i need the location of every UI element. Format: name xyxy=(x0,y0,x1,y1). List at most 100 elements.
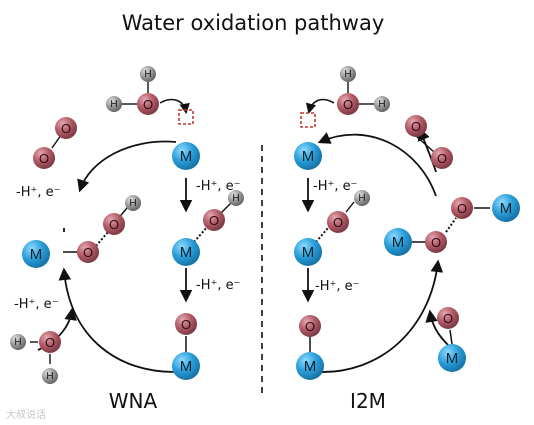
i2m-h2o-o-circle xyxy=(337,93,359,115)
wna-oxo-o-circle xyxy=(175,313,197,335)
i2m-metal-oxo-label: M xyxy=(304,358,317,375)
wna-oh-o-atom: O xyxy=(203,209,225,231)
i2m-o2-o-top-label: O xyxy=(411,119,421,134)
wna-vacancy xyxy=(178,109,194,125)
i2m-metal-left-circle xyxy=(384,228,412,256)
wna-h2o-h-left-circle xyxy=(106,96,122,112)
wna-oxo-o-label: O xyxy=(181,317,191,332)
wna-water-arrow xyxy=(159,98,190,115)
i2m-h2o-h-right-circle xyxy=(374,96,390,112)
i2m-in-o-label: O xyxy=(443,311,453,326)
wna-metal-ooh-label: M xyxy=(30,246,43,263)
wna-label: WNA xyxy=(109,389,158,413)
i2m-metal-vacant-atom: M xyxy=(294,142,322,170)
i2m-oh-h-atom: H xyxy=(354,190,370,206)
wna-ooh-o1-label: O xyxy=(83,245,93,260)
wna-arc-top xyxy=(77,140,177,193)
i2m-o2-bond xyxy=(415,135,435,153)
wna-h2o-o-circle xyxy=(137,93,159,115)
i2m-metal-oh-circle xyxy=(294,238,322,266)
i2m-h2o-h-top-atom: H xyxy=(340,66,356,82)
i2m-in-metal-atom: M xyxy=(438,344,466,372)
wna-h2o-h-left-atom: H xyxy=(106,96,122,112)
wna-metal-oh-circle xyxy=(172,238,200,266)
wna-o2-o-bottom-atom: O xyxy=(33,147,55,169)
wna-o2-o-top-label: O xyxy=(61,121,71,136)
wna-o2-o-bottom-label: O xyxy=(39,151,49,166)
i2m-oh-h-label: H xyxy=(358,193,365,204)
wna-in-h-left-circle xyxy=(10,334,26,350)
i2m-arc-in xyxy=(425,309,449,346)
i2m-oh-h-circle xyxy=(354,190,370,206)
wna-step-label-2: -H⁺, e⁻ xyxy=(196,278,240,293)
i2m-arc-o2-out xyxy=(417,127,437,173)
wna-in-h-bottom-circle xyxy=(42,368,58,384)
wna-ooh-o2-atom: O xyxy=(103,213,125,235)
wna-metal-oxo-atom: M xyxy=(172,352,200,380)
i2m-h2o-h-top-label: H xyxy=(344,69,351,80)
i2m-cycle: -H⁺, e⁻ -H⁺, e⁻ I2M xyxy=(300,82,490,413)
i2m-metal-right-atom: M xyxy=(492,194,520,222)
wna-metal-oxo-label: M xyxy=(180,358,193,375)
i2m-h2o-h-top-circle xyxy=(340,66,356,82)
wna-metal-ooh-atom: M xyxy=(22,240,50,268)
i2m-step-label-2: -H⁺, e⁻ xyxy=(315,279,359,294)
i2m-metal-oh-label: M xyxy=(302,244,315,261)
wna-h2o-h-left-label: H xyxy=(110,99,117,110)
wna-metal-oxo-circle xyxy=(172,352,200,380)
i2m-oh-bond xyxy=(345,201,355,213)
i2m-arc-bottom xyxy=(317,259,444,373)
wna-oh-o-label: O xyxy=(209,213,219,228)
i2m-in-metal-circle xyxy=(438,344,466,372)
i2m-oh-o-circle xyxy=(327,211,349,233)
wna-ooh-o2-circle xyxy=(103,213,125,235)
wna-ooh-dotted-bond xyxy=(95,231,109,247)
wna-oh-h-circle xyxy=(228,190,244,206)
wna-oh-o-circle xyxy=(203,209,225,231)
i2m-h2o-o-atom: O xyxy=(337,93,359,115)
wna-ooh-h-label: H xyxy=(129,198,136,209)
wna-in-h-bottom-label: H xyxy=(46,371,53,382)
wna-in-o-circle xyxy=(39,331,61,353)
i2m-bridge-o1-label: O xyxy=(431,235,441,250)
wna-oh2-bond xyxy=(219,201,233,215)
wna-step-label-4: -H⁺, e⁻ xyxy=(14,297,58,312)
i2m-o-o-dotted-bond xyxy=(445,217,457,233)
i2m-bridge-o2-circle xyxy=(451,197,473,219)
wna-o2-o-bottom-circle xyxy=(33,147,55,169)
wna-metal-ooh-circle xyxy=(22,240,50,268)
wna-o2-o-top-circle xyxy=(55,117,77,139)
i2m-metal-left-label: M xyxy=(392,234,405,251)
i2m-bridge-o2-atom: O xyxy=(451,197,473,219)
i2m-bridge-o1-circle xyxy=(425,231,447,253)
wna-ooh-h-circle xyxy=(125,195,141,211)
i2m-oh-o-atom: O xyxy=(327,211,349,233)
i2m-metal-right-label: M xyxy=(500,200,513,217)
i2m-h2o-o-label: O xyxy=(343,97,353,112)
i2m-bridge-o1-atom: O xyxy=(425,231,447,253)
wna-in-h-bottom-atom: H xyxy=(42,368,58,384)
wna-ooh-h-atom: H xyxy=(125,195,141,211)
i2m-metal-left-atom: M xyxy=(384,228,412,256)
i2m-in-o-circle xyxy=(437,307,459,329)
wna-in-h-left-atom: H xyxy=(10,334,26,350)
i2m-metal-vacant-circle xyxy=(294,142,322,170)
wna-oxo-o-atom: O xyxy=(175,313,197,335)
i2m-oxo-o-label: O xyxy=(305,319,315,334)
wna-h2o-h-top-label: H xyxy=(144,69,151,80)
i2m-o2-o-top-atom: O xyxy=(405,115,427,137)
i2m-m-oh-dotted-bond xyxy=(315,227,329,243)
wna-h2o-h-top-atom: H xyxy=(140,66,156,82)
wna-metal-oh-label: M xyxy=(180,244,193,261)
i2m-o2-o-top-circle xyxy=(405,115,427,137)
i2m-metal-oh-atom: M xyxy=(294,238,322,266)
wna-metal-vacant-atom: M xyxy=(172,142,200,170)
wna-step-label-1: -H⁺, e⁻ xyxy=(196,179,240,194)
i2m-oxo-o-atom: O xyxy=(299,315,321,337)
i2m-metal-right-circle xyxy=(492,194,520,222)
i2m-metal-oxo-circle xyxy=(296,352,324,380)
i2m-o2-o-bottom-circle xyxy=(431,147,453,169)
wna-h2o-o-atom: O xyxy=(137,93,159,115)
